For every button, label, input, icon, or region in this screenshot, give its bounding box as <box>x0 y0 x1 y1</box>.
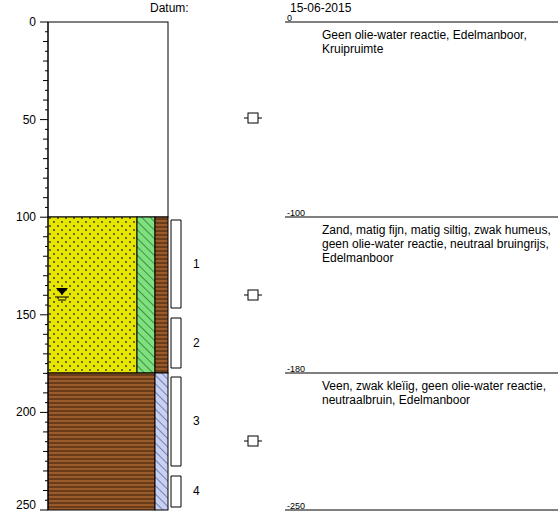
axis-tick <box>45 148 48 149</box>
axis-tick <box>45 31 48 32</box>
axis-tick <box>45 90 48 91</box>
axis-tick <box>45 500 48 501</box>
axis-tick <box>40 22 48 23</box>
axis-tick <box>43 451 48 452</box>
axis-tick <box>43 80 48 81</box>
axis-tick <box>45 226 48 227</box>
axis-tick <box>40 412 48 413</box>
axis-tick <box>43 61 48 62</box>
axis-tick <box>45 363 48 364</box>
axis-label: 250 <box>16 498 36 512</box>
axis-tick <box>43 236 48 237</box>
layer-description: Veen, zwak kleïig, geen olie-water react… <box>322 379 552 407</box>
depth-label: -250 <box>287 501 305 511</box>
axis-tick <box>45 70 48 71</box>
axis-tick <box>43 392 48 393</box>
axis-label: 150 <box>16 308 36 322</box>
axis-tick <box>45 344 48 345</box>
axis-tick <box>43 490 48 491</box>
axis-tick <box>43 275 48 276</box>
axis-tick <box>43 470 48 471</box>
axis-label: 50 <box>23 113 36 127</box>
axis-tick <box>45 480 48 481</box>
axis-tick <box>45 266 48 267</box>
axis-tick <box>45 246 48 247</box>
axis-tick <box>45 402 48 403</box>
axis-tick <box>40 314 48 315</box>
axis-tick <box>43 353 48 354</box>
axis-tick <box>40 217 48 218</box>
layer-description: Zand, matig fijn, matig siltig, zwak hum… <box>322 223 552 265</box>
sample-number: 2 <box>193 336 200 350</box>
axis-label: 200 <box>16 405 36 419</box>
axis-tick <box>45 51 48 52</box>
sample-number: 3 <box>193 414 200 428</box>
axis-tick <box>45 168 48 169</box>
depth-label: -100 <box>287 208 305 218</box>
axis-tick <box>45 285 48 286</box>
axis-tick <box>43 295 48 296</box>
axis-tick <box>40 510 48 511</box>
axis-tick <box>45 461 48 462</box>
layer-description: Geen olie-water reactie, Edelmanboor, Kr… <box>322 28 552 56</box>
axis-tick <box>43 178 48 179</box>
sample-number: 4 <box>193 484 200 498</box>
axis-tick <box>45 324 48 325</box>
axis-label: 100 <box>16 210 36 224</box>
axis-tick <box>45 129 48 130</box>
axis-label: 0 <box>29 15 36 29</box>
sample-number: 1 <box>193 257 200 271</box>
axis-tick <box>43 158 48 159</box>
axis-tick <box>43 256 48 257</box>
axis-tick <box>43 373 48 374</box>
axis-tick <box>43 334 48 335</box>
axis-tick <box>43 139 48 140</box>
axis-tick <box>45 383 48 384</box>
axis-tick <box>45 422 48 423</box>
axis-tick <box>43 100 48 101</box>
axis-tick <box>43 431 48 432</box>
axis-tick <box>45 109 48 110</box>
depth-label: -180 <box>287 364 305 374</box>
axis-tick <box>43 197 48 198</box>
axis-tick <box>45 187 48 188</box>
axis-tick <box>43 41 48 42</box>
axis-tick <box>45 207 48 208</box>
date-value: 15-06-2015 <box>290 1 351 15</box>
date-label: Datum: <box>150 1 189 15</box>
depth-label: 0 <box>287 13 292 23</box>
axis-tick <box>45 441 48 442</box>
axis-tick <box>40 119 48 120</box>
axis-tick <box>45 305 48 306</box>
